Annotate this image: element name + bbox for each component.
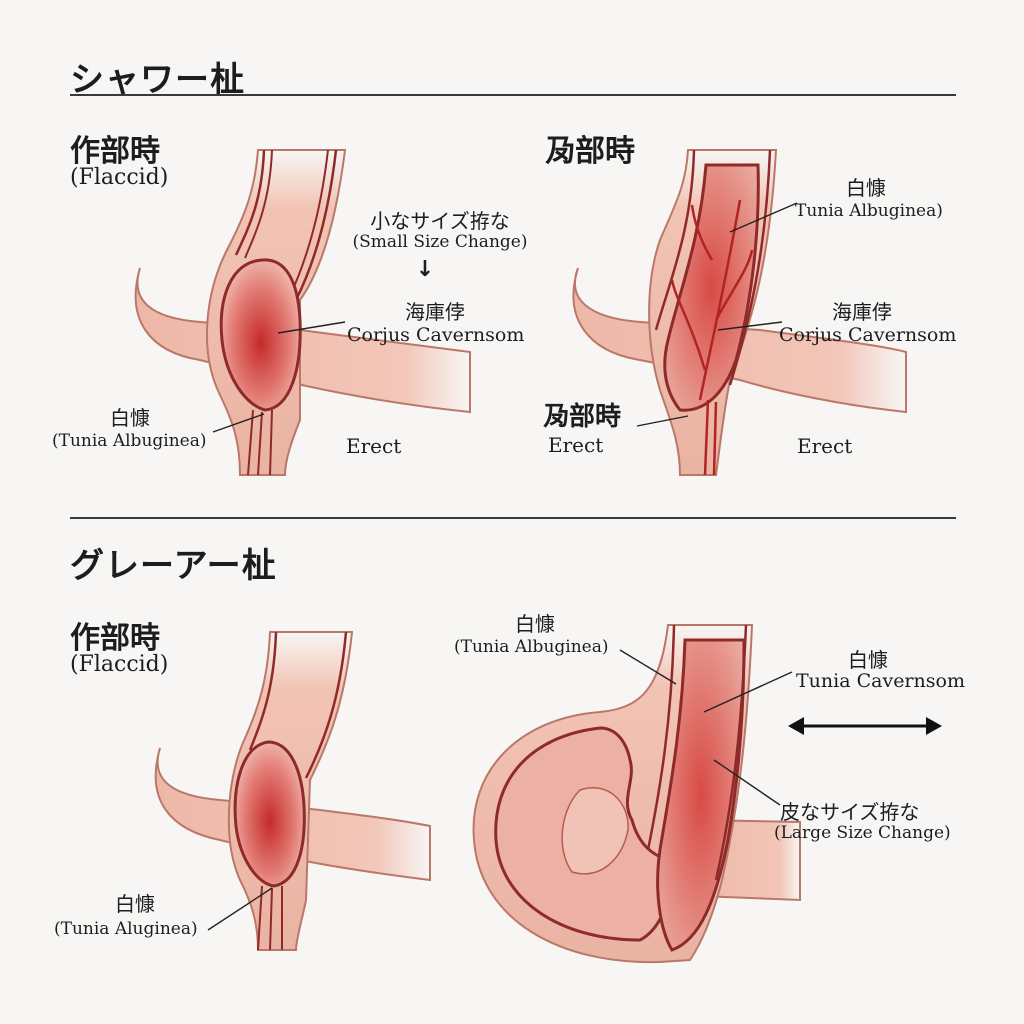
ta-label-3-jp: 白慷 — [115, 892, 155, 916]
leader-ta-2 — [729, 202, 798, 233]
state-label-flaccid-3-en: (Flaccid) — [70, 652, 169, 677]
diagram-shower-flaccid — [134, 149, 471, 476]
change-label-jp: 小なサイズ拵な — [370, 209, 510, 233]
section-title-grower: グレーアー杫 — [70, 546, 277, 586]
state-label-erect-2: 夃部時 — [545, 134, 635, 169]
ta-label-3-en: (Tunia Aluginea) — [54, 919, 198, 939]
tc-label-4-jp: 白慷 — [848, 648, 888, 672]
cc-label-1-en: Corjus Cavernsom — [347, 324, 525, 346]
cc-label-2-en: Corjus Cavernsom — [779, 324, 957, 346]
down-arrow-icon: ↓ — [415, 257, 435, 282]
leader-ta-1 — [212, 413, 265, 433]
double-arrow-icon — [788, 717, 942, 735]
leader-ta-3 — [207, 887, 273, 931]
state-label-flaccid-1: 作部時 — [70, 134, 160, 169]
section-divider-top — [70, 94, 956, 96]
leader-change-4 — [713, 759, 781, 806]
ta-label-2-en: Tunia Albuginea) — [795, 201, 943, 221]
change-label-4-jp: 皮なサイズ拵な — [780, 800, 920, 824]
ta-label-2-jp: 白慷 — [846, 176, 886, 200]
leader-erect-2 — [636, 415, 689, 427]
diagram-shower-erect — [572, 149, 907, 476]
state-label-flaccid-3: 作部時 — [70, 621, 160, 656]
change-label-en: (Small Size Change) — [352, 232, 528, 252]
lower-state-label-2-jp: 夃部時 — [543, 402, 622, 432]
section-divider-middle — [70, 517, 956, 519]
diagram-grower-erect — [472, 624, 801, 964]
change-label-4-en: (Large Size Change) — [774, 823, 951, 843]
leader-tc-4 — [703, 671, 793, 713]
diagram-grower-flaccid — [154, 631, 431, 951]
leader-cc-1 — [277, 321, 346, 334]
lower-state-label-2-en: Erect — [548, 433, 604, 457]
ta-label-1-jp: 白慷 — [110, 406, 150, 430]
ta-label-4-en: (Tunia Albuginea) — [454, 637, 609, 657]
cc-label-2-jp: 海庫侼 — [832, 300, 892, 324]
leader-ta-4 — [619, 649, 677, 685]
ta-label-1-en: (Tunia Albuginea) — [52, 431, 207, 451]
erect-label-2: Erect — [797, 434, 853, 458]
erect-label-1: Erect — [346, 434, 402, 458]
tc-label-4-en: Tunia Cavernsom — [796, 670, 965, 692]
state-label-flaccid-1-en: (Flaccid) — [70, 165, 169, 190]
section-title-shower: シャワー杫 — [70, 60, 245, 100]
cc-label-1-jp: 海庫侼 — [405, 300, 465, 324]
leader-cc-2 — [717, 321, 783, 331]
ta-label-4-jp: 白慷 — [515, 612, 555, 636]
